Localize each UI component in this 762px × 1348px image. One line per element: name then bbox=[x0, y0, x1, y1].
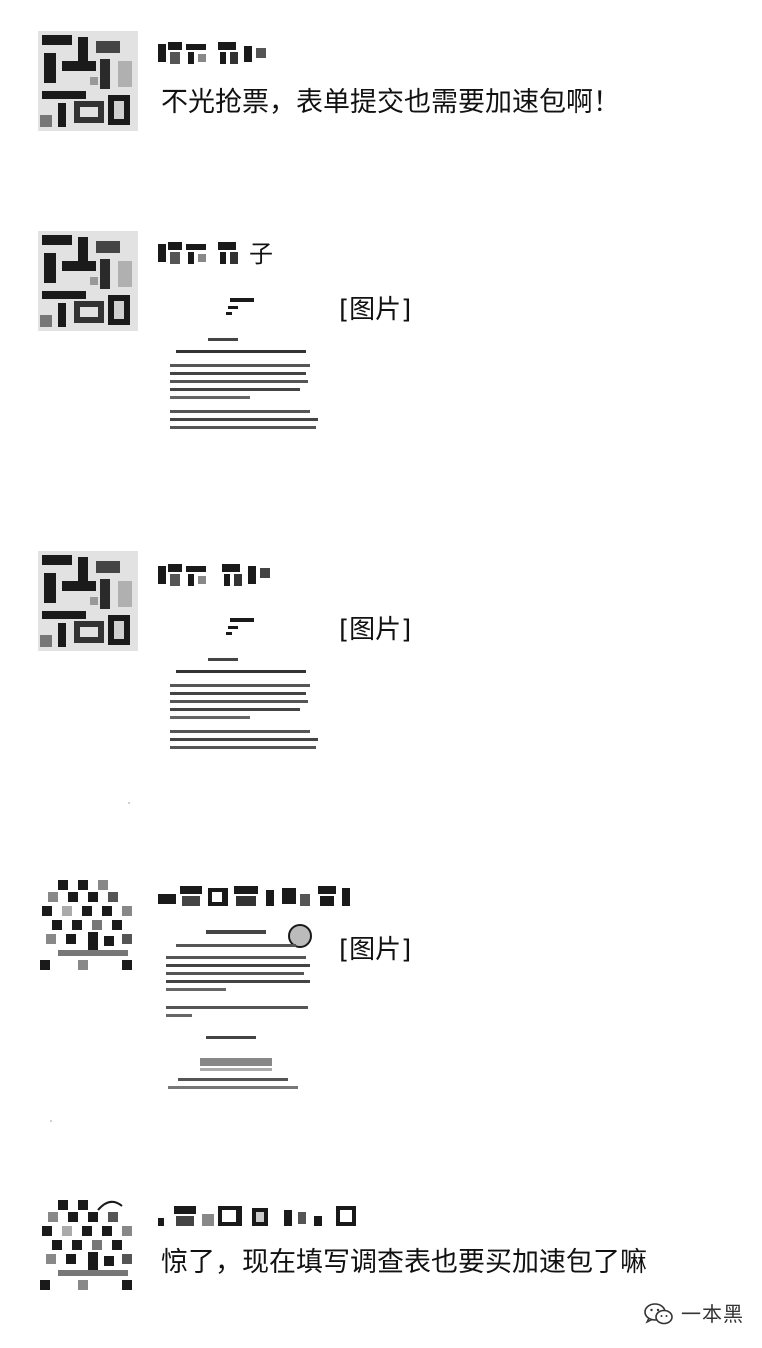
avatar-mosaic-icon bbox=[38, 551, 138, 651]
avatar-pixel-icon bbox=[40, 1200, 132, 1290]
chat-message: 惊了，现在填写调查表也要买加速包了嘛 bbox=[0, 1160, 762, 1348]
image-placeholder-label[interactable]: [图片] bbox=[339, 935, 412, 965]
image-placeholder-label[interactable]: [图片] bbox=[339, 295, 412, 325]
watermark-text: 一本黑 bbox=[681, 1302, 744, 1326]
image-thumbnail[interactable] bbox=[158, 606, 318, 766]
chat-message: 不光抢票，表单提交也需要加速包啊！ bbox=[0, 0, 762, 200]
avatar[interactable] bbox=[38, 551, 138, 651]
message-text: 不光抢票，表单提交也需要加速包啊！ bbox=[161, 87, 620, 118]
image-thumbnail[interactable] bbox=[158, 924, 318, 1094]
image-thumbnail[interactable] bbox=[158, 286, 318, 446]
document-preview-icon bbox=[166, 924, 312, 1089]
divider-dot bbox=[50, 1120, 52, 1122]
avatar[interactable] bbox=[38, 31, 138, 131]
document-preview-icon bbox=[170, 618, 318, 749]
sender-name-mosaic bbox=[158, 562, 272, 588]
avatar[interactable] bbox=[38, 1196, 138, 1296]
avatar[interactable] bbox=[38, 231, 138, 331]
chat-message: [图片] bbox=[0, 520, 762, 840]
avatar-pixel-icon bbox=[40, 880, 132, 970]
chat-message: 子 [图片] bbox=[0, 200, 762, 520]
image-placeholder-label[interactable]: [图片] bbox=[339, 615, 412, 645]
sender-name-mosaic bbox=[158, 1204, 358, 1230]
avatar-mosaic-icon bbox=[38, 231, 138, 331]
sender-name-mosaic bbox=[158, 240, 248, 266]
sender-name-mosaic bbox=[158, 884, 358, 910]
avatar[interactable] bbox=[38, 876, 138, 976]
wechat-icon bbox=[644, 1303, 673, 1325]
avatar-mosaic-icon bbox=[38, 31, 138, 131]
sender-name-suffix: 子 bbox=[249, 240, 273, 268]
watermark: 一本黑 bbox=[643, 1300, 744, 1328]
sender-name-mosaic bbox=[158, 40, 270, 66]
document-preview-icon bbox=[170, 298, 318, 429]
message-text: 惊了，现在填写调查表也要买加速包了嘛 bbox=[161, 1247, 647, 1278]
divider-dot bbox=[128, 802, 130, 804]
chat-message: [图片] bbox=[0, 840, 762, 1160]
